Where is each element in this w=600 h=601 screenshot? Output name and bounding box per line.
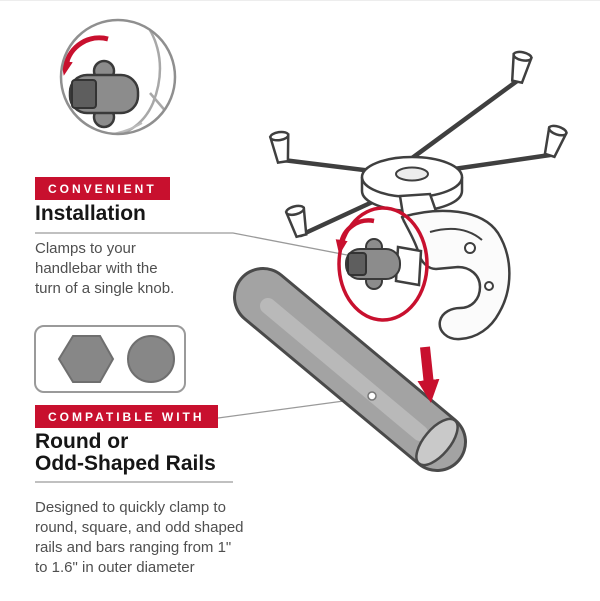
callout-line-installation	[35, 232, 348, 256]
inset-rotate-arrow-icon	[61, 35, 109, 76]
clamp-knob	[345, 238, 401, 290]
installation-description: Clamps to your handlebar with the turn o…	[35, 240, 175, 297]
rail-profiles-box	[34, 325, 186, 393]
rotate-arrow-icon	[335, 218, 375, 255]
rails-heading: Round or Odd-Shaped Rails	[35, 430, 216, 475]
callout-line-rail	[195, 397, 367, 422]
rails-description: Designed to quickly clamp to round, squa…	[35, 499, 244, 576]
rail-illustration	[233, 267, 467, 472]
knob-closeup-inset	[59, 18, 177, 136]
installation-banner: CONVENIENT	[35, 177, 170, 200]
round-profile-icon	[127, 335, 175, 383]
installation-heading: Installation	[35, 202, 146, 225]
tough-claw-clamp-illustration	[335, 192, 511, 341]
callout-dot	[367, 391, 377, 401]
knob-highlight-circle	[337, 206, 429, 322]
down-arrow-icon	[417, 346, 440, 403]
compatible-banner: COMPATIBLE WITH	[35, 405, 218, 428]
grip-cap-icon	[268, 50, 569, 239]
hexagon-profile-icon	[57, 335, 115, 383]
